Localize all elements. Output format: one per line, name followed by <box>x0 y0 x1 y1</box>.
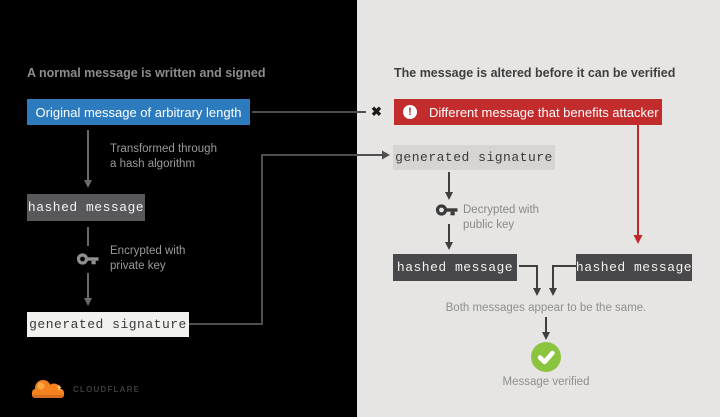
hashed-message-decrypted-label: hashed message <box>396 260 514 275</box>
generated-signature-box-left: generated signature <box>27 312 189 337</box>
hashed-message-attacker-label: hashed message <box>575 260 693 275</box>
cloudflare-cloud-icon <box>32 380 64 399</box>
hashed-message-label: hashed message <box>27 200 145 215</box>
hashed-message-box-decrypted: hashed message <box>393 254 517 281</box>
x-mark-icon: ✖ <box>371 104 382 119</box>
attacker-message-box: ! Different message that benefits attack… <box>394 99 662 125</box>
generated-signature-box-right: generated signature <box>393 145 555 170</box>
hashed-message-box-left: hashed message <box>27 194 145 221</box>
cloudflare-wordmark: CLOUDFLARE <box>73 384 141 394</box>
arrow-hash-transform <box>84 130 92 188</box>
decrypt-note: Decrypted with public key <box>463 204 540 231</box>
hash-transform-note: Transformed through a hash algorithm <box>110 143 217 170</box>
private-key-icon <box>76 253 99 265</box>
verified-label: Message verified <box>502 376 590 388</box>
hashed-message-box-attacker: hashed message <box>576 254 692 281</box>
original-message-box: Original message of arbitrary length <box>27 99 250 125</box>
arrow-encrypt <box>84 227 92 306</box>
generated-signature-label: generated signature <box>29 317 187 332</box>
attacker-message-label: Different message that benefits attacker <box>429 104 659 120</box>
alert-icon: ! <box>403 105 417 119</box>
right-panel-title: The message is altered before it can be … <box>394 66 676 80</box>
verified-check-icon <box>531 342 561 372</box>
cloudflare-logo: CLOUDFLARE <box>28 377 140 401</box>
encrypt-note: Encrypted with private key <box>110 245 186 272</box>
compare-note: Both messages appear to be the same. <box>445 302 647 314</box>
left-panel-title: A normal message is written and signed <box>27 66 266 80</box>
original-message-label: Original message of arbitrary length <box>35 104 242 120</box>
generated-signature-label-right: generated signature <box>395 150 553 165</box>
